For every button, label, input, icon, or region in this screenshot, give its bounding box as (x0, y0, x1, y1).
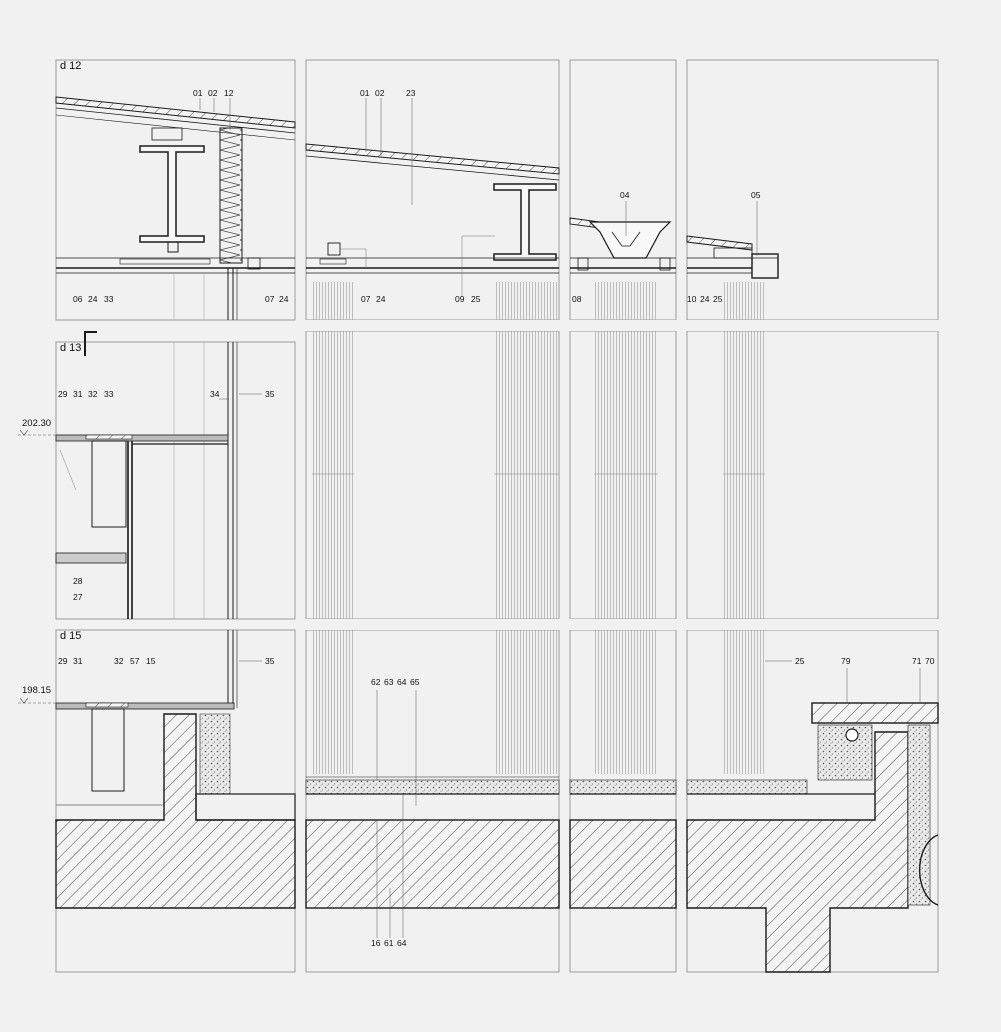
frame-d13 (55, 341, 296, 620)
callout: 09 (455, 294, 465, 304)
callout: 61 (384, 938, 394, 948)
callout: 35 (265, 389, 275, 399)
gutter-masks (296, 320, 1001, 630)
callout: 15 (146, 656, 156, 666)
callout: 33 (104, 389, 114, 399)
callout: 04 (620, 190, 630, 200)
callout: 07 (265, 294, 275, 304)
callout: 08 (572, 294, 582, 304)
floor-slab (305, 702, 939, 973)
callout: 32 (88, 389, 98, 399)
callout: 01 (193, 88, 203, 98)
gutter-detail (569, 217, 676, 274)
detail-title-d13: d 13 (60, 342, 82, 354)
callout: 01 (360, 88, 370, 98)
eave-detail (686, 235, 779, 279)
callout: 71 (912, 656, 922, 666)
callout: 24 (700, 294, 710, 304)
callout: 29 (58, 656, 68, 666)
callout: 65 (410, 677, 420, 687)
level-label-upper: 202.30 (22, 418, 52, 429)
d13-facade-detail (18, 331, 238, 619)
callout: 25 (795, 656, 805, 666)
callout: 24 (88, 294, 98, 304)
d12-roof-detail (55, 96, 296, 320)
callout: 02 (375, 88, 385, 98)
callout: 70 (925, 656, 935, 666)
detail-title-d15: d 15 (60, 630, 82, 642)
d15-foundation-detail (18, 630, 296, 909)
callout: 79 (841, 656, 851, 666)
callout: 27 (73, 592, 83, 602)
level-markers (19, 429, 29, 704)
callout: 24 (376, 294, 386, 304)
level-label-lower: 198.15 (22, 685, 52, 696)
callout: 64 (397, 677, 407, 687)
frame-eave (686, 59, 939, 321)
callout: 62 (371, 677, 381, 687)
callout: 12 (224, 88, 234, 98)
callout: 16 (371, 938, 381, 948)
callout: 57 (130, 656, 140, 666)
leader-lines (199, 98, 921, 938)
callout: 02 (208, 88, 218, 98)
callout: 10 (687, 294, 697, 304)
callout: 32 (114, 656, 124, 666)
callout: 35 (265, 656, 275, 666)
callout: 28 (73, 576, 83, 586)
callout: 24 (279, 294, 289, 304)
callout: 63 (384, 677, 394, 687)
callout: 34 (210, 389, 220, 399)
roof-slope-detail (305, 143, 560, 296)
callout: 31 (73, 389, 83, 399)
callout: 31 (73, 656, 83, 666)
level-marker-lower (19, 697, 29, 704)
callout: 07 (361, 294, 371, 304)
callout: 33 (104, 294, 114, 304)
callout: 05 (751, 190, 761, 200)
frame-d12 (55, 59, 296, 321)
callout: 25 (713, 294, 723, 304)
callout: 23 (406, 88, 416, 98)
callout: 06 (73, 294, 83, 304)
callout: 25 (471, 294, 481, 304)
callout: 64 (397, 938, 407, 948)
louver-columns (312, 282, 765, 774)
callout: 29 (58, 389, 68, 399)
detail-title-d12: d 12 (60, 60, 82, 72)
level-marker-upper (19, 429, 29, 436)
